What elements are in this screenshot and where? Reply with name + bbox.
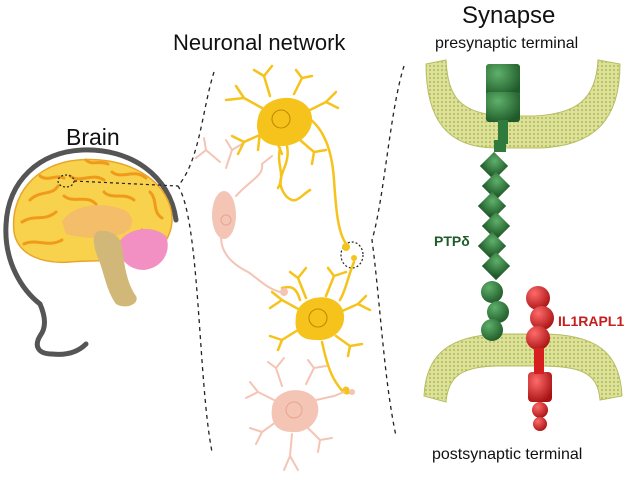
neuron-active-2-nucleus bbox=[308, 308, 328, 328]
neuron-active-2 bbox=[268, 260, 372, 395]
neuron-faded-1 bbox=[195, 137, 281, 293]
neuron-active-2-body bbox=[295, 297, 345, 341]
brain-illustration bbox=[3, 147, 179, 357]
postsynaptic-label: postsynaptic terminal bbox=[432, 446, 583, 463]
head-outline bbox=[3, 147, 179, 357]
neuron-faded-link bbox=[280, 288, 355, 395]
presynaptic-membrane bbox=[425, 59, 621, 149]
neuron-active-1 bbox=[224, 64, 350, 248]
ptp-delta-protein bbox=[477, 64, 520, 341]
cerebellum bbox=[118, 229, 168, 270]
neuron-faded-2 bbox=[245, 357, 345, 471]
il1rapl1-protein bbox=[526, 286, 554, 431]
il1rapl1-label: IL1RAPL1 bbox=[558, 313, 625, 329]
neuron-faded-2-body bbox=[271, 390, 319, 433]
brain-connector-line bbox=[73, 180, 179, 187]
network-bracket-left bbox=[177, 71, 215, 453]
neuron-active-1-nucleus bbox=[271, 109, 291, 129]
brainstem bbox=[93, 230, 137, 307]
ptp-delta-label: PTPδ bbox=[434, 233, 470, 249]
neuron-faded-2-nucleus bbox=[285, 401, 303, 419]
network-title: Neuronal network bbox=[173, 30, 346, 55]
postsynaptic-membrane bbox=[423, 333, 623, 403]
network-bracket-right bbox=[371, 65, 405, 437]
network-synapse-dot bbox=[342, 243, 357, 261]
brain-title: Brain bbox=[66, 124, 120, 150]
neuron-active-1-body bbox=[257, 97, 313, 146]
network-highlight-circle bbox=[340, 241, 364, 269]
brain-inner bbox=[62, 205, 133, 238]
presynaptic-label: presynaptic terminal bbox=[435, 35, 579, 52]
synapse-title: Synapse bbox=[462, 2, 556, 29]
